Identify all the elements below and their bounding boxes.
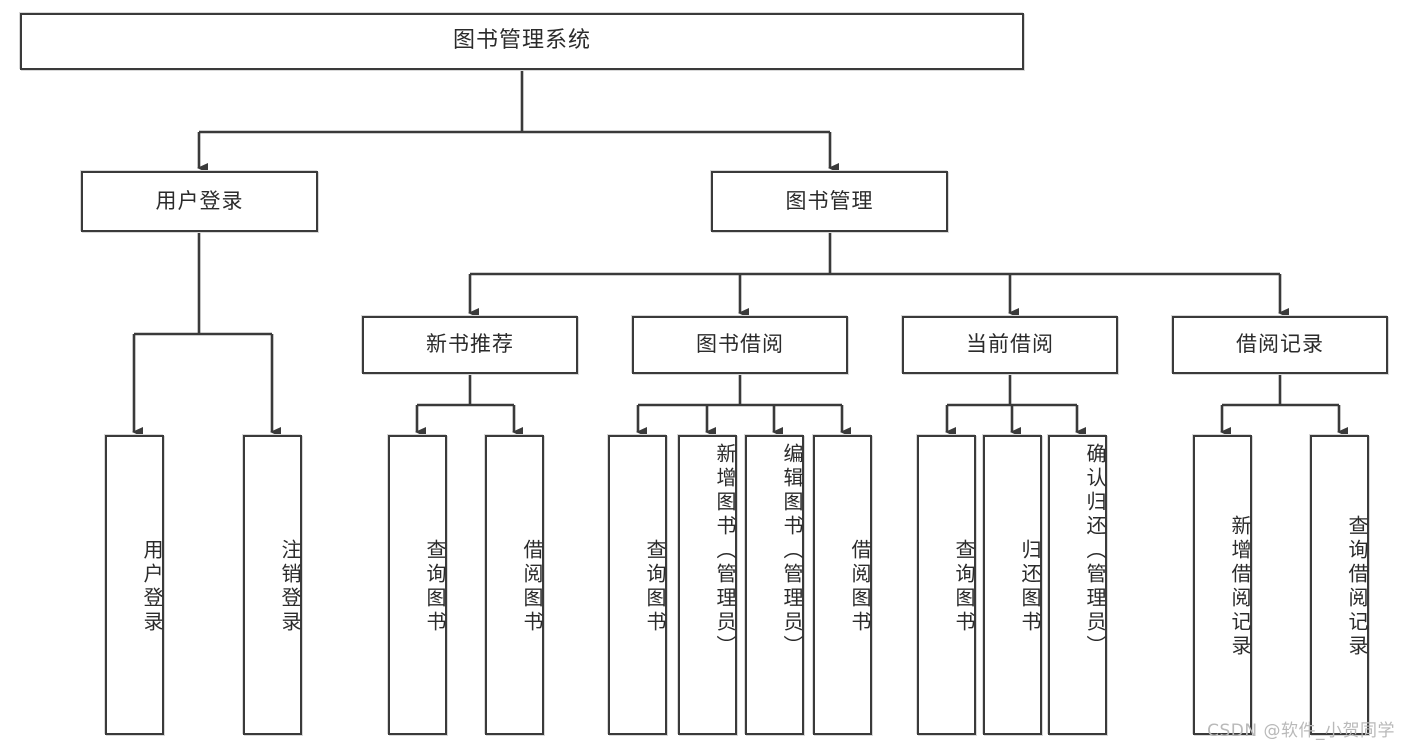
node-label: 归还图书	[1018, 539, 1042, 635]
node-borrow-record[interactable]: 借阅记录	[1172, 316, 1388, 374]
node-label: 查询图书	[423, 539, 447, 635]
watermark: CSDN @软件_小贺同学	[1207, 721, 1395, 741]
node-new-book-recommend[interactable]: 新书推荐	[362, 316, 578, 374]
node-label: 借阅图书	[848, 539, 872, 635]
node-label: 用户登录	[155, 188, 244, 213]
leaf-add-book-admin[interactable]: 新增图书（管理员）	[678, 435, 737, 735]
node-label: 图书管理	[785, 188, 874, 213]
node-label: 借阅记录	[1236, 332, 1324, 357]
leaf-user-login[interactable]: 用户登录	[105, 435, 164, 735]
node-root-book-management-system[interactable]: 图书管理系统	[20, 13, 1024, 70]
node-label: 新增借阅记录	[1228, 515, 1252, 659]
leaf-borrow-book[interactable]: 借阅图书	[813, 435, 872, 735]
node-label: 查询借阅记录	[1345, 515, 1369, 659]
node-current-borrow[interactable]: 当前借阅	[902, 316, 1118, 374]
node-label: 新增图书（管理员）	[713, 443, 737, 659]
leaf-query-book-recommend[interactable]: 查询图书	[388, 435, 447, 735]
node-label: 当前借阅	[966, 332, 1054, 357]
leaf-borrow-book-recommend[interactable]: 借阅图书	[485, 435, 544, 735]
node-book-management[interactable]: 图书管理	[711, 171, 948, 232]
leaf-return-book[interactable]: 归还图书	[983, 435, 1042, 735]
node-label: 借阅图书	[520, 539, 544, 635]
node-label: 图书借阅	[696, 332, 784, 357]
node-label: 新书推荐	[426, 332, 514, 357]
node-label: 查询图书	[643, 539, 667, 635]
node-label: 确认归还（管理员）	[1083, 443, 1107, 659]
leaf-edit-book-admin[interactable]: 编辑图书（管理员）	[745, 435, 804, 735]
node-label: 查询图书	[952, 539, 976, 635]
leaf-query-book-borrow[interactable]: 查询图书	[608, 435, 667, 735]
node-label: 图书管理系统	[452, 28, 591, 54]
node-book-borrow[interactable]: 图书借阅	[632, 316, 848, 374]
node-label: 用户登录	[140, 539, 164, 635]
leaf-query-book-current[interactable]: 查询图书	[917, 435, 976, 735]
leaf-query-borrow-record[interactable]: 查询借阅记录	[1310, 435, 1369, 735]
leaf-confirm-return-admin[interactable]: 确认归还（管理员）	[1048, 435, 1107, 735]
node-user-login[interactable]: 用户登录	[81, 171, 318, 232]
node-label: 注销登录	[278, 539, 302, 635]
node-label: 编辑图书（管理员）	[780, 443, 804, 659]
leaf-add-borrow-record[interactable]: 新增借阅记录	[1193, 435, 1252, 735]
leaf-logout[interactable]: 注销登录	[243, 435, 302, 735]
